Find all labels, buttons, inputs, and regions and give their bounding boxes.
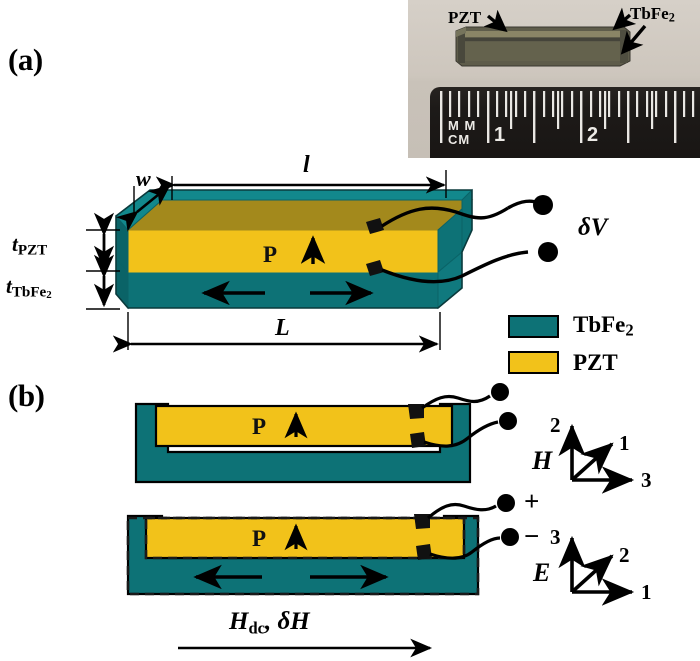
electrode-pad-bottom-b2: [416, 544, 432, 560]
lead-terminal-top-a: [533, 195, 553, 215]
dim-label-l: l: [303, 152, 310, 178]
applied-field-label-base: H: [229, 608, 249, 635]
sample-bottom-deformed: P: [126, 494, 519, 596]
ruler: M M CM 1 2: [430, 87, 700, 158]
dim-label-t-pzt: tPZT: [12, 232, 47, 259]
inset-photograph: PZT TbFe2: [408, 0, 700, 158]
applied-field-label: Hdc, δH: [229, 608, 310, 639]
axes-E-label-vertical: 3: [550, 525, 561, 549]
electrode-pad-top-b2: [410, 432, 426, 448]
dim-label-t-pzt-sub: PZT: [17, 242, 48, 259]
material-legend: TbFe2 PZT: [508, 312, 634, 385]
polarization-label-a: P: [263, 242, 277, 267]
inset-label-pzt: PZT: [448, 8, 482, 27]
axes-triad-E: [558, 535, 635, 606]
sample-top-pzt: [154, 404, 454, 448]
panel-label-a: (a): [8, 42, 43, 77]
legend-label-tbfe2: TbFe2: [573, 312, 634, 341]
inset-label-tbfe2-base: TbFe: [630, 4, 669, 23]
lead-terminal-bottom-a: [538, 242, 558, 262]
axes-E-label-diagonal: 2: [619, 543, 630, 567]
lead-wire-b-bottom-2: [429, 536, 501, 560]
terminal-sign-minus: −: [524, 521, 540, 551]
legend-swatch-tbfe2: [508, 314, 559, 338]
axis-E-diagonal: [570, 554, 614, 594]
dim-label-t-pzt-base: t: [12, 232, 18, 256]
legend-item-pzt: PZT: [508, 350, 634, 376]
applied-field-label-sub: dc: [248, 618, 265, 638]
ruler-number-2: 2: [587, 124, 599, 146]
applied-field-label-rest: , δH: [264, 608, 310, 635]
axes-E-label-horizontal: 1: [641, 580, 652, 604]
lead-wire-b-bottom-1: [426, 502, 497, 520]
polarization-label-b-top: P: [252, 414, 266, 439]
terminal-sign-plus: +: [524, 486, 540, 516]
legend-item-tbfe2: TbFe2: [508, 312, 634, 341]
dim-label-w: w: [136, 166, 151, 191]
axes-H-label-diagonal: 1: [619, 431, 630, 455]
ruler-number-1: 1: [494, 124, 506, 146]
electrode-pad-top-b1: [408, 404, 424, 419]
dim-label-t-tbfe2: tTbFe2: [6, 274, 52, 301]
lead-wire-top-a: [381, 206, 509, 228]
ruler-unit-cm: CM: [448, 132, 471, 147]
legend-label-tbfe2-base: TbFe: [573, 312, 626, 337]
sample-top-undeformed: P: [134, 383, 517, 484]
polarization-label-b-bottom: P: [252, 526, 266, 551]
lead-wire-b-top-1: [421, 394, 491, 410]
legend-label-tbfe2-sub: 2: [625, 320, 634, 340]
electrode-pad-bottom-a: [366, 260, 384, 276]
lead-wire-bottom-a: [381, 250, 529, 284]
panel-label-b: (b): [8, 378, 45, 413]
lead-terminal-b-top-1: [491, 383, 509, 401]
lead-wire-top-a2: [507, 199, 539, 210]
inset-label-tbfe2-sub: 2: [668, 10, 675, 25]
ruler-unit-mm: M M: [448, 118, 477, 133]
output-voltage-label-a: δV: [578, 214, 608, 241]
dim-label-L: L: [275, 315, 290, 341]
lead-terminal-b-bottom-2: [501, 528, 519, 546]
axes-H-label-horizontal: 3: [641, 468, 652, 492]
dim-label-t-tbfe2-sub2: 2: [46, 288, 52, 301]
axes-triad-H: [558, 423, 635, 494]
legend-label-pzt: PZT: [573, 349, 618, 375]
deformation-outline-pzt: [144, 516, 466, 560]
dim-label-t-tbfe2-sub: TbFe: [11, 284, 47, 301]
legend-swatch-pzt: [508, 351, 559, 375]
deformation-outline-body: [126, 516, 480, 596]
dim-label-t-tbfe2-base: t: [6, 274, 12, 298]
axes-H-label-vertical: 2: [550, 413, 561, 437]
lead-terminal-b-bottom-1: [497, 494, 515, 512]
inset-label-tbfe2: TbFe2: [630, 4, 675, 26]
axis-H-diagonal: [570, 442, 614, 482]
axes-E-symbol: E: [533, 558, 551, 587]
inset-arrows: [483, 7, 647, 55]
electrode-pad-top-a: [366, 218, 384, 234]
ruler-ticks: [440, 91, 695, 143]
electrode-pad-bottom-b1: [414, 514, 430, 529]
axes-H-symbol: H: [532, 446, 553, 475]
lead-terminal-b-top-2: [499, 412, 517, 430]
lead-wire-b-top-2: [423, 420, 499, 448]
